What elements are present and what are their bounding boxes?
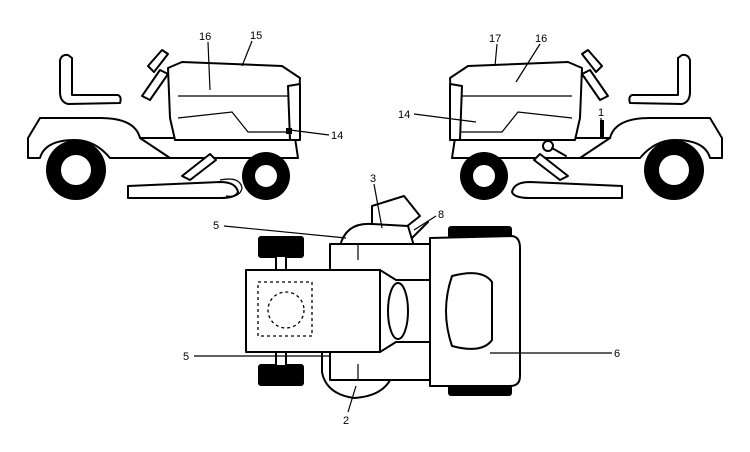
tractor-right-side-view	[449, 49, 723, 200]
label-top-5a: 5	[213, 220, 219, 232]
left-deck-chute	[219, 178, 243, 197]
leader-top-3	[373, 183, 383, 229]
leader-top-2	[347, 385, 357, 413]
top-deck-upper-link	[411, 221, 429, 239]
label-right-14: 14	[398, 109, 410, 121]
top-steering-oval	[387, 282, 409, 340]
leader-left-16	[207, 41, 211, 91]
leader-left-14	[289, 129, 330, 136]
leader-lines	[194, 40, 612, 413]
label-right-16: 16	[535, 33, 547, 45]
top-seat	[445, 272, 493, 350]
top-engine-circle	[267, 291, 305, 329]
right-hood	[449, 61, 583, 141]
label-right-17: 17	[489, 33, 501, 45]
tractor-left-side-view	[27, 49, 301, 200]
left-steering-wheel	[147, 49, 169, 73]
right-lever-knob	[542, 140, 554, 152]
right-grille	[449, 83, 463, 141]
label-top-8: 8	[438, 209, 444, 221]
label-top-5b: 5	[183, 351, 189, 363]
leader-top-8	[413, 215, 437, 231]
leader-right-17	[494, 43, 498, 67]
left-decal-14-marker	[286, 128, 292, 134]
top-front-wheel-lower	[258, 364, 304, 386]
left-hood-crease	[177, 111, 296, 133]
left-deck-arm	[181, 153, 217, 181]
left-steering-column	[141, 69, 169, 101]
left-mower-deck	[127, 181, 239, 199]
label-right-1: 1	[598, 107, 604, 119]
leader-right-16	[515, 43, 541, 83]
label-top-6: 6	[614, 348, 620, 360]
right-steering-column	[581, 69, 609, 101]
top-front-wheel-upper	[258, 236, 304, 258]
label-top-3: 3	[370, 173, 376, 185]
top-front-axle-upper	[275, 255, 287, 271]
top-engine-outline	[257, 281, 313, 337]
label-top-2: 2	[343, 415, 349, 427]
leader-left-15	[241, 40, 253, 67]
right-front-hub	[471, 163, 497, 189]
right-lever	[551, 147, 567, 157]
right-steering-wheel	[581, 49, 603, 73]
right-hood-crease	[454, 111, 573, 133]
left-seat	[59, 53, 122, 105]
leader-right-1	[600, 117, 603, 139]
right-seat	[628, 53, 691, 105]
right-rear-hub	[657, 153, 691, 187]
right-mower-deck	[511, 181, 623, 199]
top-deck-upper	[339, 222, 415, 247]
label-left-16: 16	[199, 31, 211, 43]
left-rear-body	[27, 117, 171, 159]
tractor-top-view	[245, 195, 521, 399]
top-front-axle-lower	[275, 351, 287, 367]
label-left-15: 15	[250, 30, 262, 42]
right-deck-arm	[533, 153, 569, 181]
left-hood	[167, 61, 301, 141]
label-left-14: 14	[331, 130, 343, 142]
left-rear-hub	[59, 153, 93, 187]
left-front-hub	[253, 163, 279, 189]
leader-top-5a	[223, 225, 347, 239]
right-rear-body	[579, 117, 723, 159]
leader-right-14	[413, 113, 477, 123]
left-grille	[287, 83, 301, 141]
callout-labels: 16 15 14 17 16 14 1 3 8 5 5 6 2	[183, 30, 620, 427]
